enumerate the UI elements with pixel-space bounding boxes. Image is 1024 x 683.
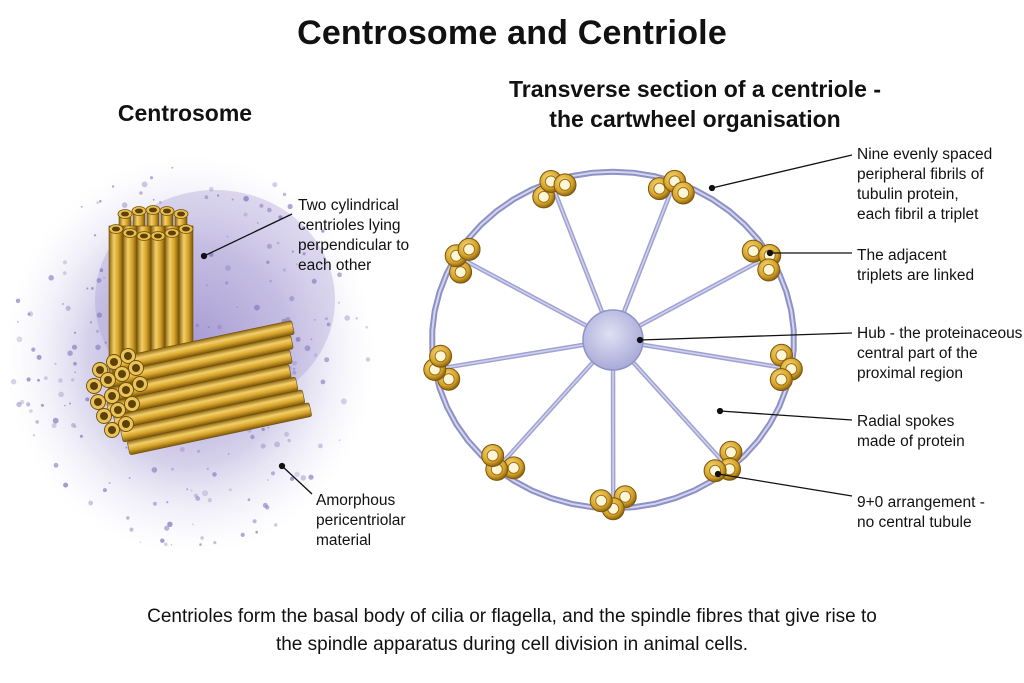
vertical-centriole xyxy=(108,205,194,385)
label-9-0-arrangement: 9+0 arrangement - no central tubule xyxy=(857,494,985,531)
page-title: Centrosome and Centriole xyxy=(297,14,727,52)
leader-lines xyxy=(200,154,853,497)
triplet xyxy=(481,444,526,481)
centrosome-title: Centrosome xyxy=(117,100,253,126)
horizontal-centriole xyxy=(86,320,312,455)
caption-line-1: Centrioles form the basal body of cilia … xyxy=(147,606,877,627)
triplet xyxy=(769,343,803,392)
triplet xyxy=(703,440,743,483)
triplet xyxy=(741,239,782,282)
label-peripheral-fibrils: Nine evenly spaced peripheral fibrils of… xyxy=(857,146,993,223)
label-hub: Hub - the proteinaceous central part of … xyxy=(857,325,1023,382)
centriole-cartwheel xyxy=(423,168,803,521)
hub xyxy=(582,309,644,371)
triplet xyxy=(589,485,637,521)
triplet xyxy=(532,170,577,209)
triplet xyxy=(444,237,481,284)
label-two-centrioles: Two cylindrical centrioles lying perpend… xyxy=(298,197,410,274)
label-adjacent-triplets: The adjacent triplets are linked xyxy=(857,247,975,284)
label-radial-spokes: Radial spokes made of protein xyxy=(857,413,965,450)
caption: Centrioles form the basal body of cilia … xyxy=(0,603,1024,659)
transverse-section-title: Transverse section of a centriole - the … xyxy=(440,74,950,134)
label-pericentriolar-material: Amorphous pericentriolar material xyxy=(316,492,406,549)
triplet xyxy=(423,344,461,391)
transverse-section-title-line-1: Transverse section of a centriole - xyxy=(509,76,881,102)
transverse-section-title-line-2: the cartwheel organisation xyxy=(549,106,841,132)
triplet xyxy=(647,169,695,205)
caption-line-2: the spindle apparatus during cell divisi… xyxy=(275,634,749,655)
